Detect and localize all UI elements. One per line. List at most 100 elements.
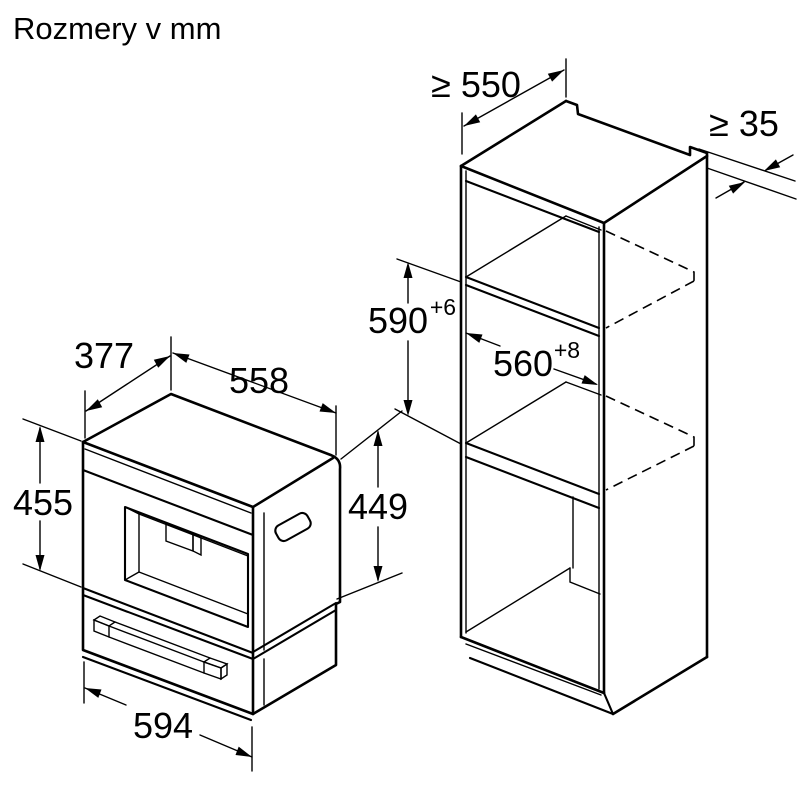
- dim-appliance-depth-377: 377: [74, 335, 172, 439]
- niche-depth-bottom: [124, 571, 140, 581]
- side-handle-cutout: [274, 511, 312, 543]
- dim-label-niche-width: 560: [493, 343, 553, 384]
- appliance-top-front-edge: [81, 440, 255, 509]
- appliance-control-strip-line: [81, 468, 255, 537]
- shelf-upper-top-edge: [464, 275, 601, 330]
- arrowhead: [373, 566, 383, 582]
- shelf-lower-depth-line: [465, 381, 567, 444]
- arrowhead: [35, 426, 45, 442]
- arrowhead: [403, 400, 413, 416]
- dim-label-appliance-width: 558: [229, 360, 289, 401]
- arrowhead: [466, 333, 483, 343]
- arrowhead: [319, 403, 336, 413]
- arrowhead: [235, 746, 252, 757]
- cabinet-side-bottom-edge: [611, 655, 709, 716]
- hidden-shelf-edges: [605, 230, 695, 491]
- arrowhead: [35, 555, 45, 571]
- niche-outer: [123, 505, 250, 629]
- dispenser-niche: [123, 505, 250, 629]
- arrowhead: [464, 114, 481, 126]
- niche-depth-top: [124, 506, 140, 515]
- shelf-upper-hidden-side: [605, 280, 695, 329]
- cabinet-top-right-edge: [602, 154, 709, 225]
- dim-label-appliance-front-width: 594: [133, 705, 193, 746]
- handle-left-block-top: [92, 615, 117, 627]
- shelf-upper-depth-line: [465, 215, 567, 278]
- wall-line: [698, 148, 796, 182]
- extension-line: [394, 408, 462, 445]
- dim-label-rear-clearance: ≥ 35: [709, 103, 779, 144]
- shelf-lower-back-line: [565, 381, 602, 396]
- cabinet-bottom-front-edge: [459, 635, 606, 695]
- shelf-upper-bottom-edge: [464, 283, 601, 338]
- dimension-line: [172, 352, 337, 414]
- arrowhead: [86, 399, 103, 411]
- arrowhead: [153, 356, 170, 368]
- appliance-separation-side-lower: [251, 608, 338, 661]
- page-title: Rozmery v mm: [13, 11, 222, 46]
- shelf-lower-hidden-back: [605, 395, 695, 446]
- arrowhead: [547, 70, 564, 82]
- cabinet-floor-depth-line: [465, 567, 571, 633]
- dim-label-appliance-depth: 377: [74, 335, 134, 376]
- shelf-lower-top-edge: [464, 441, 601, 496]
- dim-appliance-front-height-455: 455: [13, 418, 82, 588]
- dim-tolerance-niche-height: +6: [430, 294, 456, 320]
- appliance-outline: [81, 392, 342, 716]
- wall-line: [706, 167, 797, 200]
- appliance-top-inner-edge: [84, 448, 252, 514]
- appliance-separation-lower: [81, 593, 255, 661]
- handle-bar-top: [108, 625, 205, 663]
- handle-right-block-end: [220, 662, 228, 681]
- dim-niche-width-560: 560 +8: [465, 332, 598, 385]
- arrowhead: [85, 688, 102, 698]
- cabinet-top-rear-notch: [564, 99, 709, 157]
- dim-niche-min-depth-550: ≥ 550: [431, 58, 567, 155]
- arrowhead: [728, 182, 745, 194]
- dim-label-appliance-front-height: 455: [13, 482, 73, 523]
- appliance-drawing: [81, 392, 342, 722]
- arrowhead: [173, 353, 190, 363]
- extension-line: [22, 563, 82, 588]
- handle-bar-top-face: [114, 621, 211, 659]
- dim-label-niche-min-depth: ≥ 550: [431, 64, 521, 105]
- dimension-line: [85, 355, 171, 412]
- arrowhead: [403, 262, 413, 278]
- cabinet-top-left-edge: [459, 99, 568, 168]
- extension-line: [336, 572, 403, 600]
- dim-niche-height-590: 590 +6: [368, 258, 462, 445]
- cabinet-plinth-edge: [468, 656, 615, 716]
- shelf-upper-hidden-back: [605, 230, 695, 281]
- dim-rear-clearance-35: ≥ 35: [698, 103, 797, 200]
- appliance-bottom-lip: [81, 655, 253, 722]
- dim-label-appliance-body-height: 449: [348, 486, 408, 527]
- shelf-lower-bottom-edge: [464, 455, 601, 510]
- dimension-line: [463, 69, 565, 127]
- extension-line: [22, 418, 82, 442]
- dim-appliance-width-558: 558: [172, 352, 337, 456]
- cabinet-base-right-step: [602, 691, 615, 716]
- handle-bar-bottom: [108, 636, 205, 674]
- cabinet-top-panel-inner-edge: [464, 179, 601, 234]
- cabinet-top-front-edge: [459, 164, 606, 225]
- cabinet-floor-step: [569, 567, 601, 595]
- dim-label-niche-height: 590: [368, 300, 428, 341]
- extension-line: [396, 258, 462, 283]
- shelf-upper-back-line: [565, 215, 602, 231]
- drawer-handle: [92, 615, 229, 681]
- shelf-lower-hidden-side: [605, 445, 695, 491]
- dim-tolerance-niche-width: +8: [554, 337, 580, 363]
- dim-appliance-body-height-449: 449: [336, 410, 408, 600]
- appliance-separation-side-upper: [251, 601, 338, 654]
- dim-appliance-front-width-594: 594: [83, 661, 253, 772]
- cabinet-bottom-inner-edge: [465, 643, 602, 696]
- coffee-spout-side: [192, 532, 202, 557]
- niche-inner-floor: [138, 571, 249, 615]
- arrowhead: [764, 159, 781, 171]
- appliance-separation-upper: [81, 586, 255, 655]
- cabinet-drawing: [459, 99, 709, 716]
- arrowhead: [373, 430, 383, 446]
- extension-line: [340, 410, 403, 460]
